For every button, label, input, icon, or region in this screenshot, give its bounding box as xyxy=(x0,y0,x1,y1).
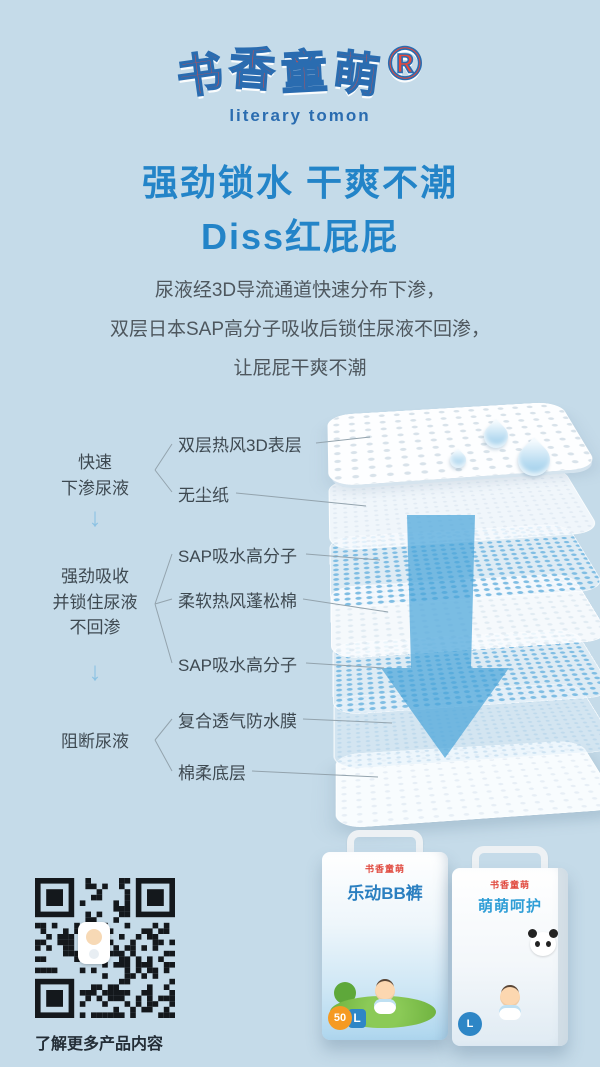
package-product-name: 萌萌呵护 xyxy=(452,895,568,916)
package-product-name: 乐动BB裤 xyxy=(322,879,448,904)
logo-char: 萌 xyxy=(329,35,385,106)
layer-label-bottom-sheet: 棉柔底层 xyxy=(178,759,246,784)
description-line3: 让屁屁干爽不潮 xyxy=(0,350,600,389)
headline-line1: 强劲锁水 干爽不潮 xyxy=(0,156,600,210)
stage-label-fast-penetration: 快速 下渗尿液 xyxy=(40,450,150,501)
headline-line2: Diss红屁屁 xyxy=(0,210,600,264)
layer-label-fluffy-cotton: 柔软热风蓬松棉 xyxy=(178,587,297,612)
count-badge: 50 xyxy=(328,1006,352,1030)
product-package-mengmeng-care: 书香童萌 萌萌呵护 L xyxy=(452,868,568,1046)
headline: 强劲锁水 干爽不潮 Diss红屁屁 xyxy=(0,156,600,264)
layer-label-dust-free-paper: 无尘纸 xyxy=(178,481,229,506)
layer-label-waterproof-film: 复合透气防水膜 xyxy=(178,707,297,732)
description-line2: 双层日本SAP高分子吸收后锁住尿液不回渗， xyxy=(0,311,600,350)
description: 尿液经3D导流通道快速分布下渗， 双层日本SAP高分子吸收后锁住尿液不回渗， 让… xyxy=(0,272,600,389)
baby-illustration xyxy=(373,981,397,1014)
brand-logo-characters: 书 香 童 萌 ® xyxy=(176,36,424,102)
layer-label-top-sheet: 双层热风3D表层 xyxy=(178,431,302,456)
layer-label-sap-2: SAP吸水高分子 xyxy=(178,651,297,676)
description-line1: 尿液经3D导流通道快速分布下渗， xyxy=(0,272,600,311)
down-arrow-icon: ↓ xyxy=(75,656,115,687)
brand-logo-subtitle: literary tomon xyxy=(0,106,600,126)
package-brand-text: 书香童萌 xyxy=(452,878,568,891)
panda-icon xyxy=(530,932,556,956)
down-arrow-icon: ↓ xyxy=(75,502,115,533)
bag-body: 书香童萌 萌萌呵护 L xyxy=(452,868,568,1046)
size-badge: L xyxy=(458,1012,482,1036)
size-badge: 50 L xyxy=(328,1006,366,1030)
mascot-face xyxy=(86,929,102,945)
registered-trademark-icon: ® xyxy=(388,36,424,90)
logo-char: 书 xyxy=(172,36,229,108)
logo-char: 童 xyxy=(279,35,330,103)
bag-body: 书香童萌 乐动BB裤 50 L xyxy=(322,852,448,1040)
brand-logo: 书 香 童 萌 ® literary tomon xyxy=(0,36,600,126)
baby-illustration xyxy=(498,987,522,1020)
logo-char: 香 xyxy=(227,31,279,100)
qr-caption: 了解更多产品内容 xyxy=(35,1030,235,1054)
qr-mascot-sticker xyxy=(78,922,110,964)
package-brand-text: 书香童萌 xyxy=(322,862,448,875)
stage-label-absorb-lock: 强劲吸收 并锁住尿液 不回渗 xyxy=(30,564,160,641)
product-package-ledong-bb-pants: 书香童萌 乐动BB裤 50 L xyxy=(322,852,448,1040)
stage-label-block-liquid: 阻断尿液 xyxy=(40,729,150,755)
size-letter-badge: L xyxy=(458,1012,482,1036)
layer-label-sap-1: SAP吸水高分子 xyxy=(178,542,297,567)
